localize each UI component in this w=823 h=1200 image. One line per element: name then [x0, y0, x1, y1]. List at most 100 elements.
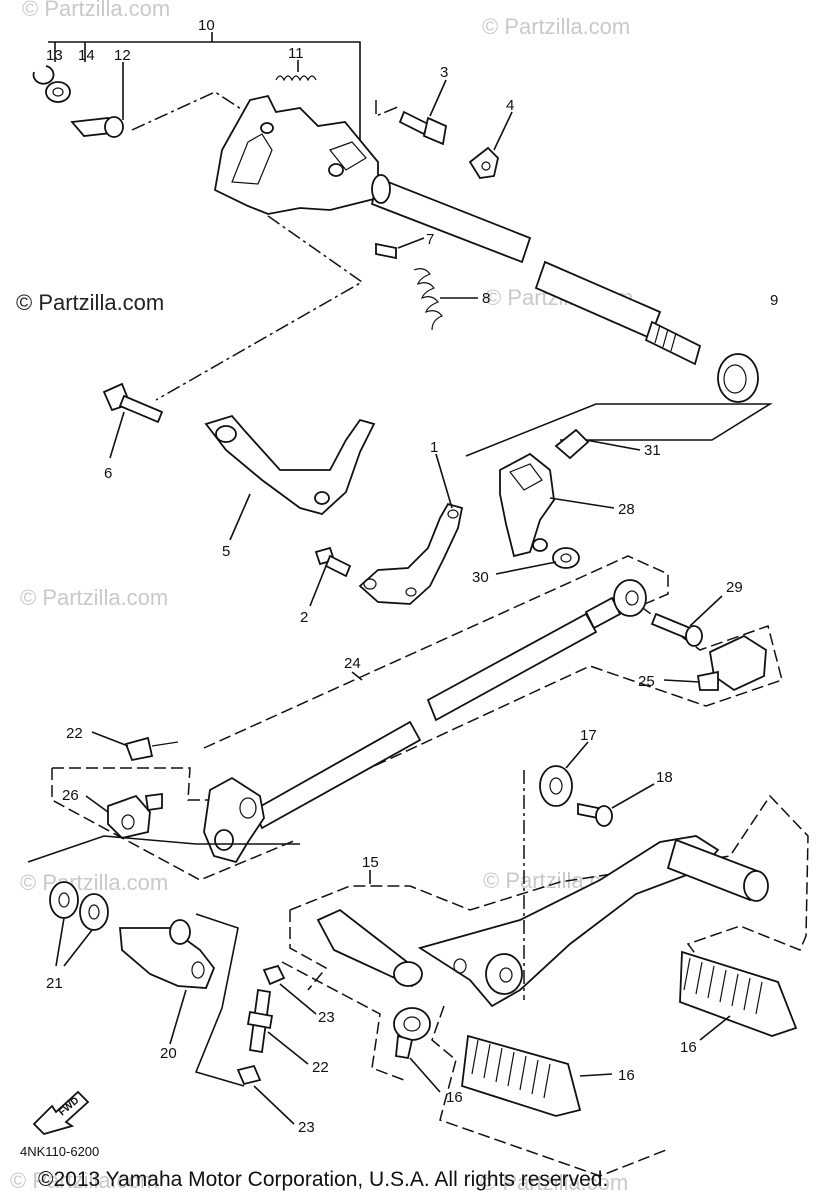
bolt-19-body: [577, 802, 599, 820]
callout-12: 12: [114, 47, 131, 64]
fwd-arrow-icon: FWD: [32, 1090, 90, 1136]
washer-18-hole: [549, 777, 563, 795]
callout-27-upper: 25: [638, 673, 655, 690]
callout-1: 1: [430, 439, 438, 456]
bolt-3-body: [398, 110, 430, 136]
callout-20: 20: [160, 1045, 177, 1062]
bolt-25-head: [262, 964, 286, 986]
callout-21: 21: [46, 975, 63, 992]
pedal-rubber-16-right-ribs: [683, 957, 763, 1015]
box-15: [289, 794, 809, 961]
circlip-13: [32, 65, 55, 85]
shift-arm-28: [499, 452, 555, 558]
shift-arm-plate: [213, 94, 379, 215]
bracket-10: [48, 41, 361, 175]
callout-16-lower: 16: [618, 1067, 635, 1084]
callout-5: 5: [222, 543, 230, 560]
cover-27-upper-stem: [696, 670, 719, 691]
rod-end-26-hole: [625, 590, 639, 606]
shift-arm-hook: [329, 141, 367, 171]
pedal-lever-boss-hole: [499, 967, 513, 983]
shift-rod-26-left: [252, 720, 422, 830]
callout-27-lower: 26: [62, 787, 79, 804]
box-15-left: [289, 910, 328, 991]
joint-20-hole: [191, 961, 205, 979]
callout-26: 24: [344, 655, 361, 672]
box-26: [203, 555, 783, 819]
callout-22: 22: [66, 725, 83, 742]
watermark-top-right: © Partzilla.com: [482, 14, 630, 39]
callout-19: 18: [656, 769, 673, 786]
washer-21-a: [49, 881, 79, 919]
shift-rod-26-right: [426, 612, 598, 722]
bolt-22-body: [151, 741, 179, 747]
leader-30: [585, 439, 641, 451]
spline-line-2: [662, 328, 669, 348]
shift-arm-28-pin: [532, 538, 548, 552]
bolt-29-body: [650, 612, 692, 640]
collar-12-end: [104, 116, 124, 138]
bolt-23-nut: [246, 1010, 274, 1030]
callout-31: 30: [472, 569, 489, 586]
leader-29: [689, 595, 723, 627]
watermark-bottom: © Partzilla.com: [10, 1168, 158, 1193]
washer-21-a-hole: [58, 892, 70, 908]
bolt-7: [375, 242, 397, 260]
leader-21-a: [55, 917, 65, 967]
pedal-peg-end: [743, 870, 769, 902]
rod-end-17-stem: [395, 1034, 414, 1060]
spring-8: [413, 268, 443, 331]
leader-27-lower: [85, 795, 109, 813]
joint-20-boss: [169, 919, 191, 945]
box-16-lower: [431, 1005, 667, 1177]
leader-27-upper: [663, 679, 701, 683]
leader-16-right: [699, 1015, 731, 1041]
washer-21-b-hole: [88, 904, 100, 920]
cover-27-lower-hole: [121, 814, 135, 830]
pedal-pivot: [393, 961, 423, 987]
washer-18: [539, 765, 573, 807]
rod-end-17-hole: [403, 1016, 421, 1032]
leader-18: [565, 741, 589, 769]
leader-24: [253, 1085, 295, 1125]
bolt-19-head: [595, 805, 613, 827]
leader-23: [267, 1031, 309, 1065]
callout-4: 4: [506, 97, 514, 114]
stopper-lever-5: [204, 414, 376, 515]
leader-4: [493, 111, 513, 151]
callout-16-right: 16: [680, 1039, 697, 1056]
washer-14: [45, 81, 71, 103]
oil-seal-9-inner: [723, 364, 747, 394]
guide-12: [131, 91, 256, 131]
leader-3: [429, 79, 447, 117]
watermark-bottom-right: © Partzilla.com: [480, 1170, 628, 1195]
cover-27-lower: [107, 794, 151, 839]
bolt-30: [554, 428, 590, 460]
callout-14: 14: [78, 47, 95, 64]
leader-28: [549, 497, 615, 509]
callout-3: 3: [440, 64, 448, 81]
pedal-rubber-16-right: [679, 950, 798, 1037]
callout-9: 9: [770, 292, 778, 309]
copyright: ©2013 Yamaha Motor Corporation, U.S.A. A…: [38, 1168, 608, 1191]
joint-knuckle-hole: [214, 829, 234, 851]
bolt-3-head: [422, 116, 448, 146]
bolt-6-body: [118, 394, 164, 424]
callout-2: 2: [300, 609, 308, 626]
leader-1: [435, 453, 453, 509]
shift-arm-cutout: [231, 133, 273, 185]
leader-6: [109, 411, 125, 459]
leader-5: [229, 493, 251, 541]
watermark-left: © Partzilla.com: [16, 290, 164, 315]
box-23: [281, 961, 405, 1081]
shift-rod-26-thread: [584, 596, 622, 630]
pedal-lever-boss: [485, 953, 523, 995]
callout-30: 31: [644, 442, 661, 459]
guide-arm-to-lever: [155, 215, 364, 401]
bolt-22-head: [124, 736, 154, 762]
stopper-lever-5-hole: [215, 425, 237, 443]
bolt-29-head: [685, 625, 703, 647]
washer-14-hole: [52, 87, 64, 97]
watermark-low-left: © Partzilla.com: [20, 870, 168, 895]
